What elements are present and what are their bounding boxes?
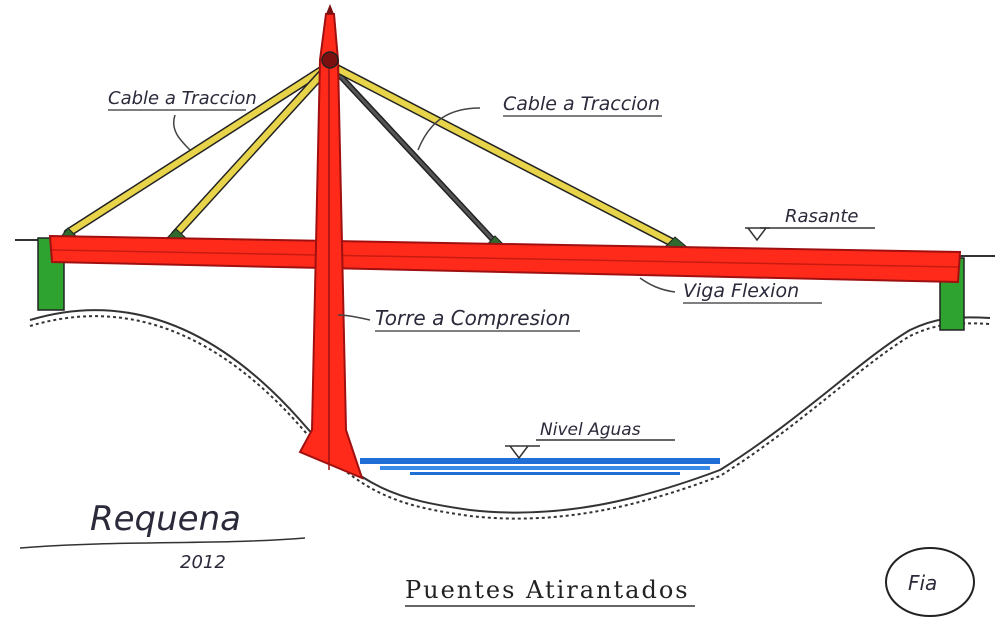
badge-label: Fia (908, 571, 937, 595)
badge: Fia (885, 547, 975, 617)
tower (298, 4, 364, 480)
label-torre: Torre a Compresion (375, 306, 571, 330)
stay-cables (63, 60, 680, 249)
terrain (15, 239, 995, 520)
signature: Requena 2012 (19, 499, 306, 573)
diagram-title: Puentes Atirantados (405, 576, 690, 604)
signature-name: Requena (90, 499, 241, 539)
signature-year: 2012 (180, 552, 226, 573)
label-viga: Viga Flexion (683, 280, 799, 302)
label-nivel: Nivel Aguas (540, 420, 641, 440)
label-cable-right: Cable a Traccion (503, 93, 660, 115)
leader-lines (173, 107, 676, 321)
label-cable-left: Cable a Traccion (108, 88, 257, 109)
water (360, 458, 720, 475)
water-level-marker (505, 439, 675, 460)
label-rasante: Rasante (785, 206, 859, 227)
rasante-marker (745, 227, 875, 242)
